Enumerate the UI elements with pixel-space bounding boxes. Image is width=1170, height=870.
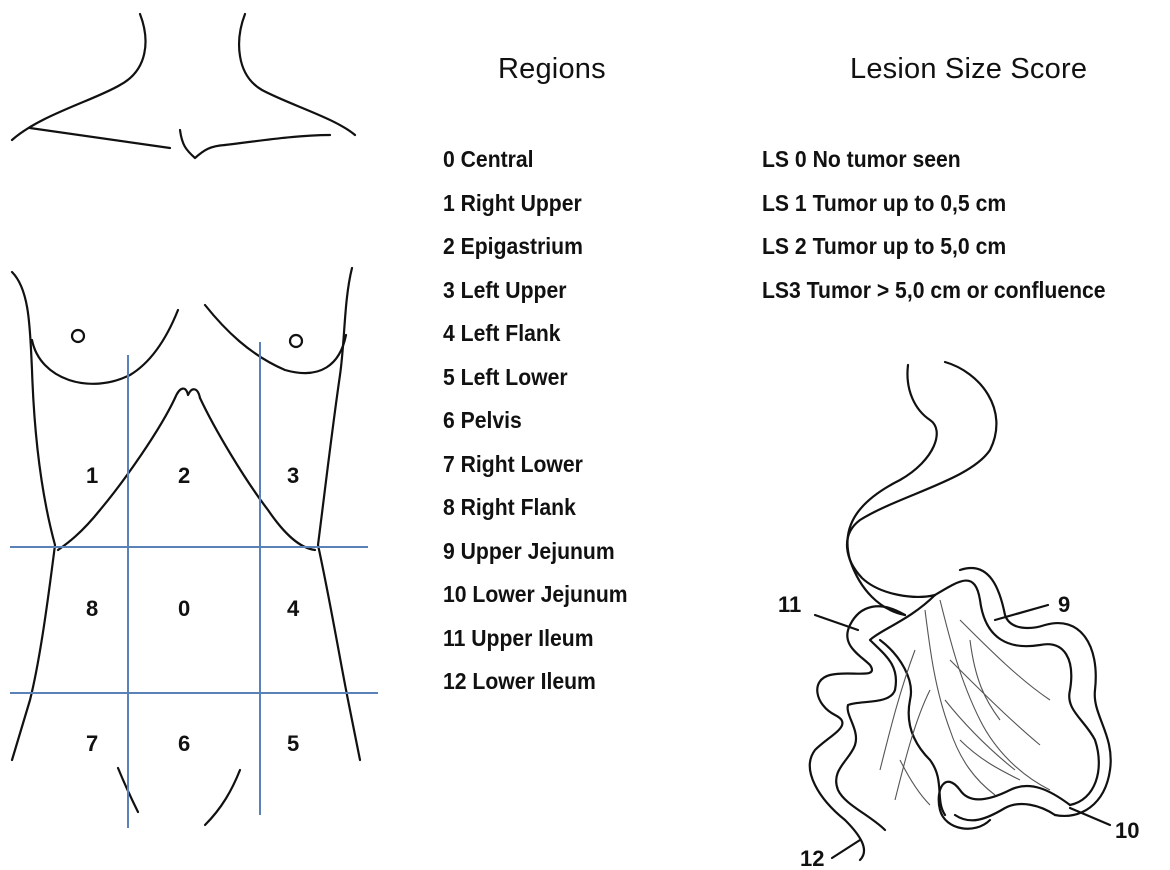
- region-item: 3 Left Upper: [443, 269, 628, 313]
- ileum-center: [880, 640, 945, 815]
- breast-right: [205, 305, 346, 373]
- lesion-size-item: LS 1 Tumor up to 0,5 cm: [762, 182, 1106, 226]
- intestine-label-12: 12: [800, 846, 824, 870]
- region-item: 8 Right Flank: [443, 486, 628, 530]
- xiphoid: [175, 389, 200, 398]
- region-item: 9 Upper Jejunum: [443, 530, 628, 574]
- stomach-outline-inner: [847, 362, 996, 597]
- breast-left: [32, 310, 178, 384]
- region-label-6: 6: [178, 731, 190, 756]
- region-label-0: 0: [178, 596, 190, 621]
- neck-right-outline: [239, 14, 355, 135]
- torso-right-side: [318, 268, 360, 760]
- intestine-label-9: 9: [1058, 592, 1070, 617]
- leader-10: [1070, 808, 1110, 825]
- region-item: 1 Right Upper: [443, 182, 628, 226]
- region-item: 11 Upper Ileum: [443, 617, 628, 661]
- lesion-size-item: LS3 Tumor > 5,0 cm or confluence: [762, 269, 1106, 313]
- small-intestine-diagram: 11 9 12 10: [760, 355, 1170, 870]
- lesion-size-item: LS 2 Tumor up to 5,0 cm: [762, 225, 1106, 269]
- region-label-5: 5: [287, 731, 299, 756]
- region-label-1: 1: [86, 463, 98, 488]
- mesentery-vessels: [880, 600, 1050, 805]
- intestine-label-10: 10: [1115, 818, 1139, 843]
- intestine-label-11: 11: [778, 592, 801, 617]
- region-item: 2 Epigastrium: [443, 225, 628, 269]
- lesion-size-title: Lesion Size Score: [850, 53, 1087, 86]
- nipple-left-icon: [72, 330, 84, 342]
- nipple-right-icon: [290, 335, 302, 347]
- lesion-size-item: LS 0 No tumor seen: [762, 138, 1106, 182]
- region-item: 10 Lower Jejunum: [443, 573, 628, 617]
- sternal-notch: [180, 130, 225, 158]
- neck-left-outline: [12, 14, 145, 140]
- region-item: 7 Right Lower: [443, 443, 628, 487]
- clavicle-right: [225, 135, 330, 145]
- region-item: 5 Left Lower: [443, 356, 628, 400]
- region-label-2: 2: [178, 463, 190, 488]
- regions-title: Regions: [498, 53, 606, 86]
- region-item: 4 Left Flank: [443, 312, 628, 356]
- clavicle-left: [30, 128, 170, 148]
- region-item: 6 Pelvis: [443, 399, 628, 443]
- loop-lower-2: [955, 804, 1055, 820]
- abdomen-regions-diagram: 1 2 3 8 0 4 7 6 5: [0, 0, 390, 870]
- region-label-4: 4: [287, 596, 300, 621]
- ileum-outer: [810, 606, 905, 860]
- region-label-3: 3: [287, 463, 299, 488]
- hip-right: [205, 770, 240, 825]
- lesion-size-list: LS 0 No tumor seen LS 1 Tumor up to 0,5 …: [762, 138, 1135, 312]
- regions-list: 0 Central 1 Right Upper 2 Epigastrium 3 …: [443, 138, 644, 704]
- region-label-8: 8: [86, 596, 98, 621]
- region-item: 12 Lower Ileum: [443, 660, 628, 704]
- leader-12: [832, 840, 860, 858]
- ribcage-left: [58, 398, 175, 550]
- region-label-7: 7: [86, 731, 98, 756]
- loop-lower-1: [939, 782, 1070, 829]
- region-item: 0 Central: [443, 138, 628, 182]
